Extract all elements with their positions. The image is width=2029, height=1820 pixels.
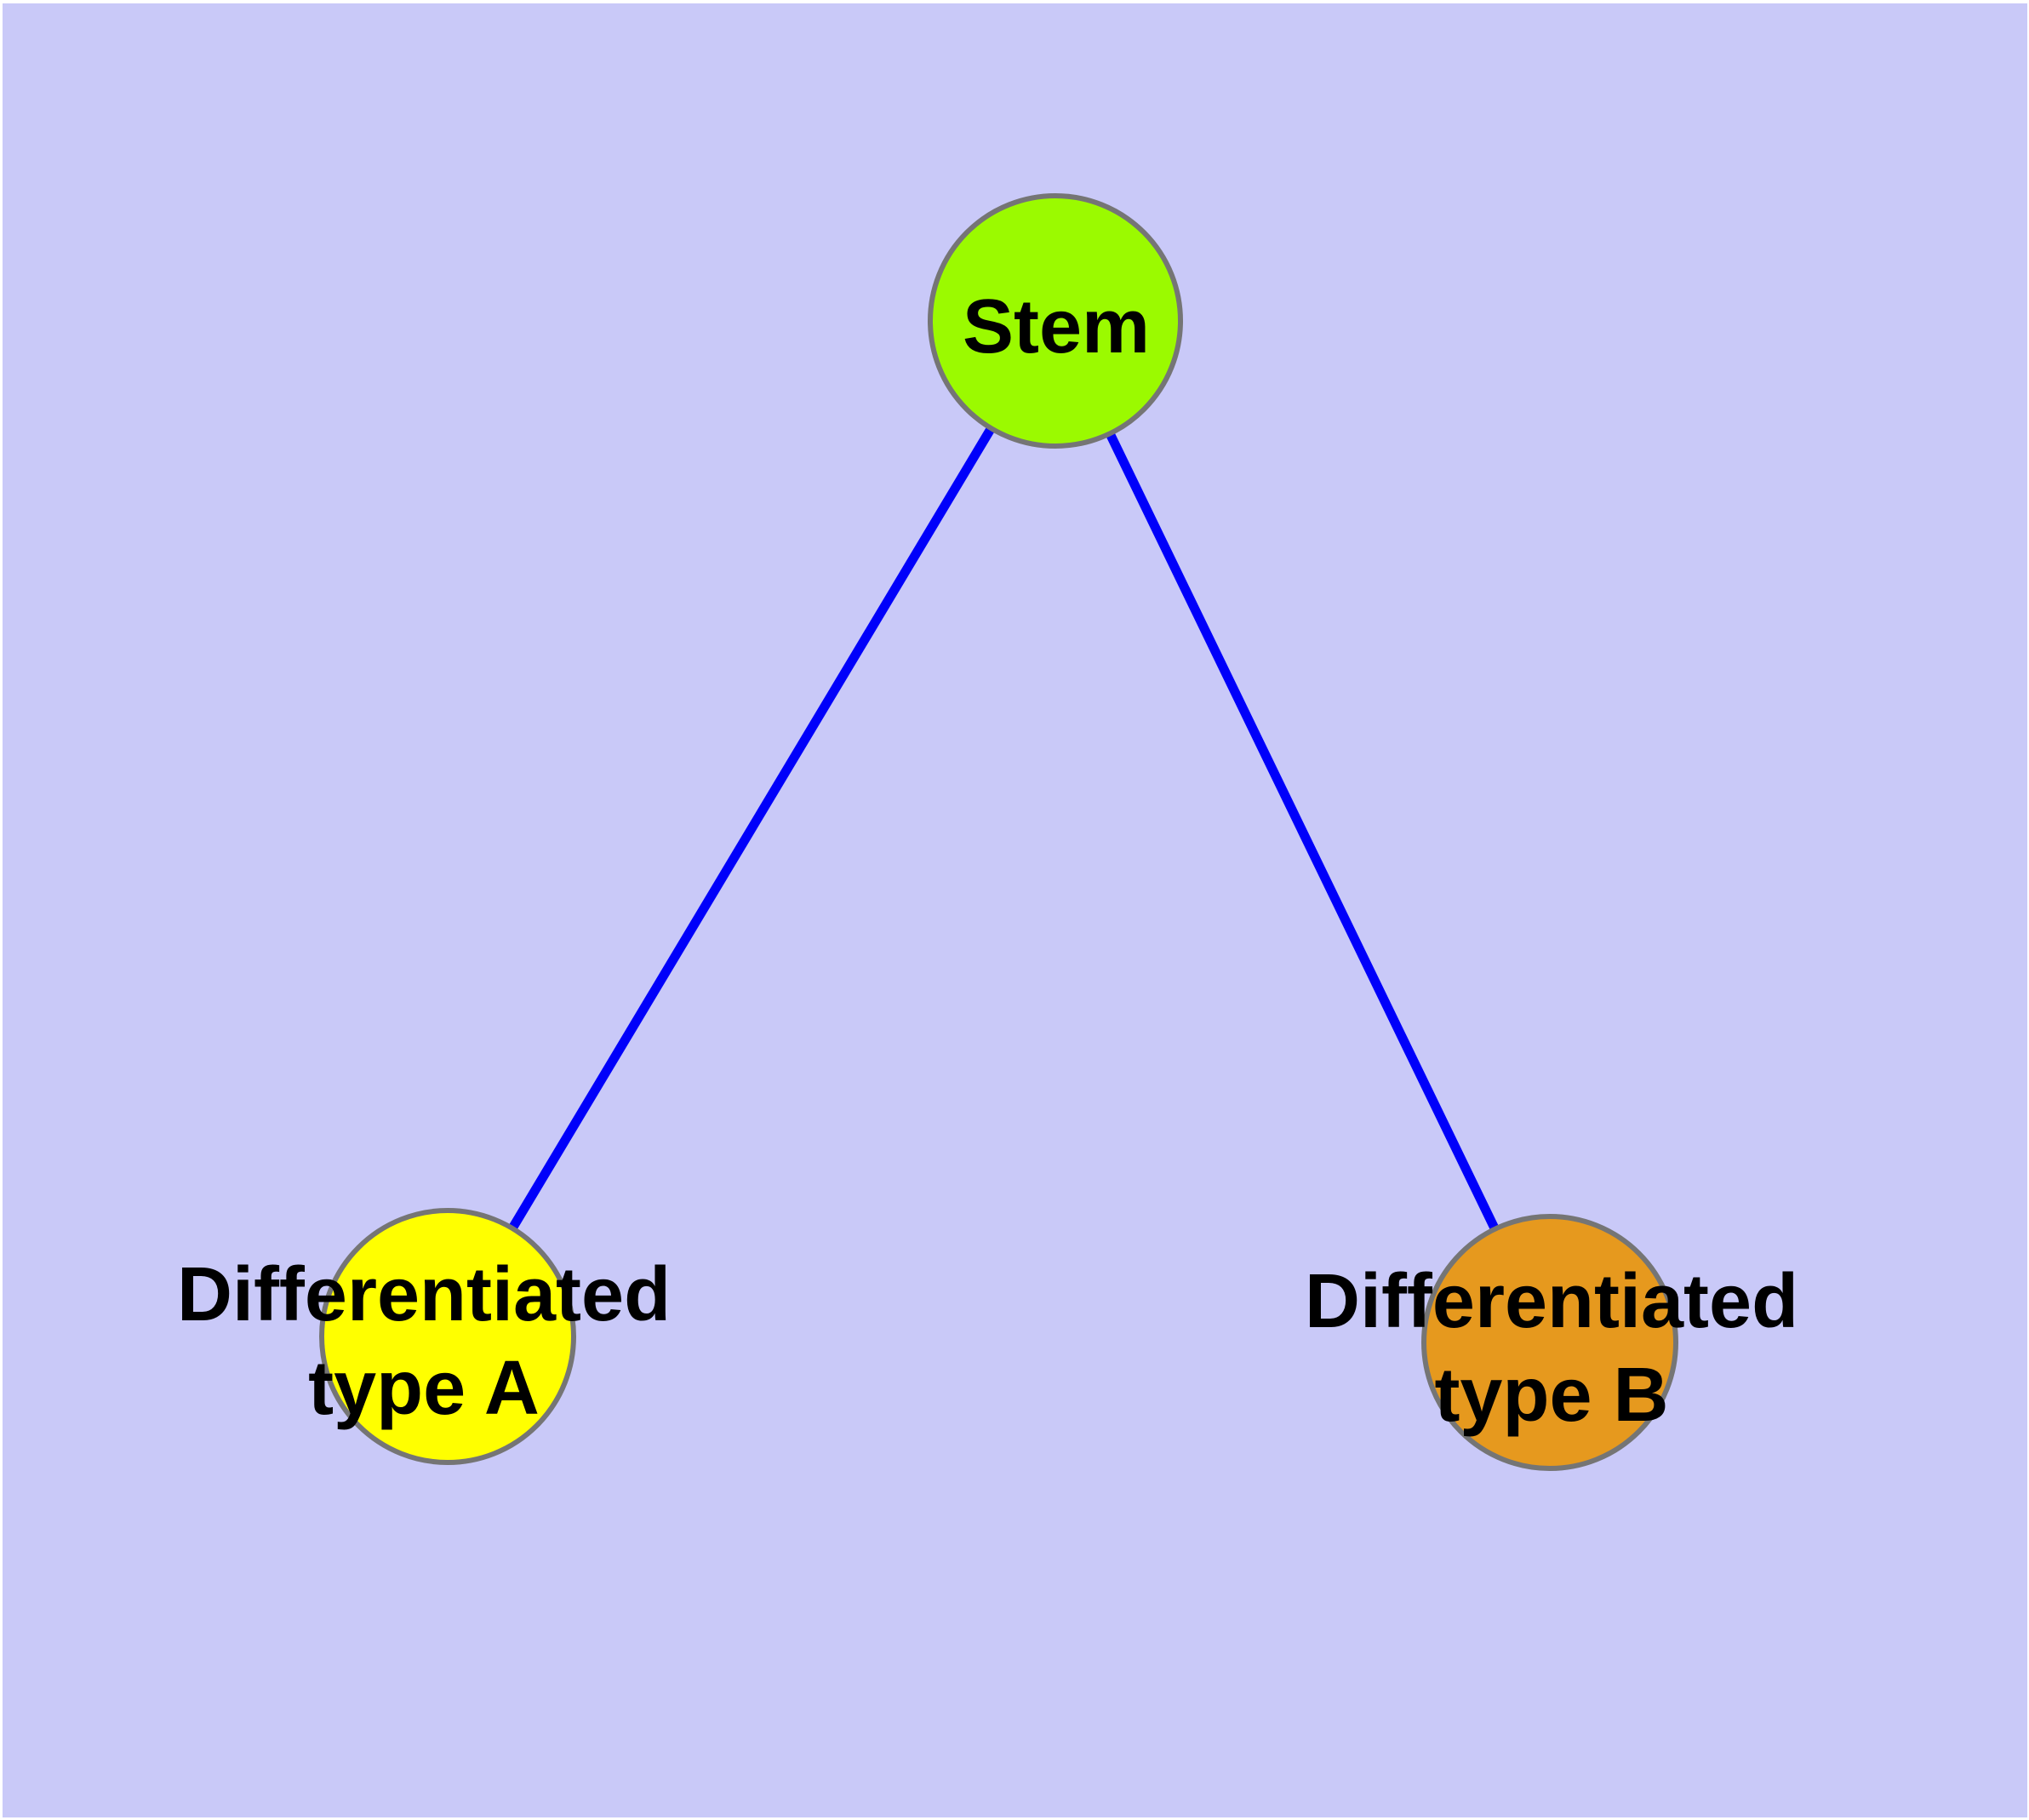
- node-stem-circle: [928, 193, 1183, 449]
- node-type-b-circle: [1421, 1214, 1678, 1471]
- edge-stem-type-a: [443, 318, 1060, 1339]
- graph-svg: [319, 193, 1678, 1471]
- node-type-a-circle: [319, 1208, 576, 1465]
- nodes-layer: [319, 193, 1678, 1471]
- edges-layer: [443, 318, 1554, 1345]
- edge-stem-type-b: [1051, 318, 1554, 1345]
